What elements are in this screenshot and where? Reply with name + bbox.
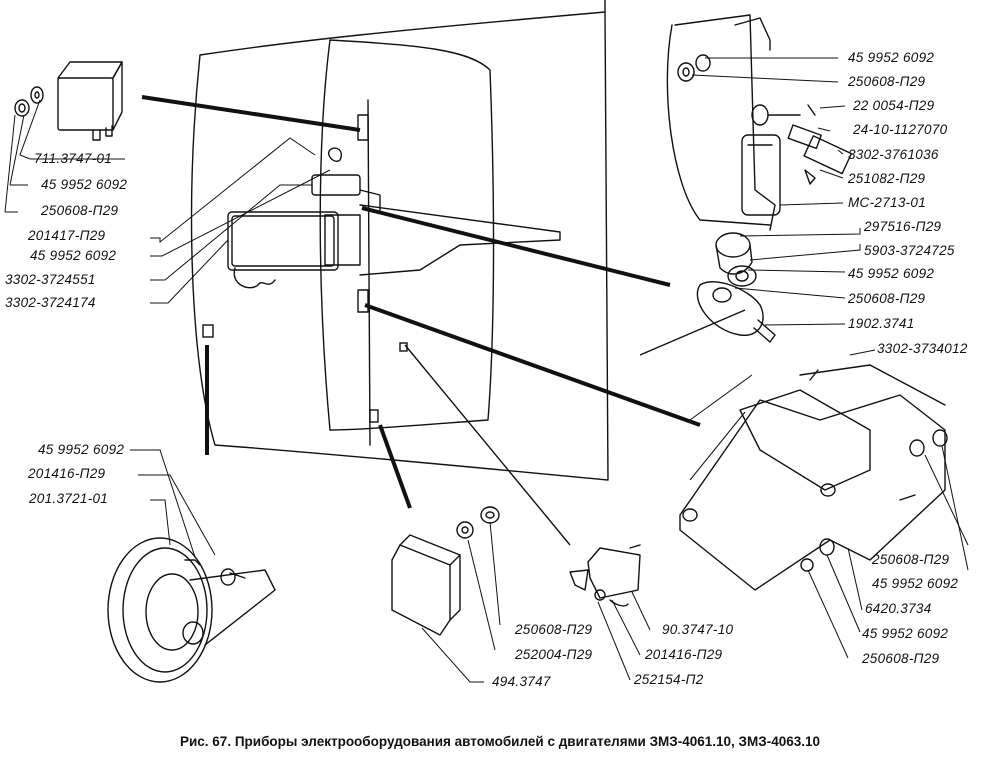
label-upper-right-washer: 45 9952 6092 bbox=[848, 50, 935, 65]
label-right-motor: 1902.3741 bbox=[848, 316, 915, 331]
label-right-washer-b: 45 9952 6092 bbox=[872, 576, 959, 591]
label-bottom-nut: 250608-П29 bbox=[515, 622, 593, 637]
harness-schematic bbox=[227, 114, 561, 313]
label-left-bolt-a: 201417-П29 bbox=[28, 228, 106, 243]
label-right-unit: 6420.3734 bbox=[865, 601, 932, 616]
label-upper-right-nut: 250608-П29 bbox=[848, 74, 926, 89]
label-horn-code: 201.3721-01 bbox=[29, 491, 109, 506]
label-left-harness-b: 3302-3724174 bbox=[5, 295, 96, 310]
label-bottom-washer: 252004-П29 bbox=[515, 647, 593, 662]
label-bottom-relay2: 90.3747-10 bbox=[662, 622, 734, 637]
cab-outline bbox=[190, 11, 609, 481]
label-horn-washer: 45 9952 6092 bbox=[38, 442, 125, 457]
label-left-washer-b: 45 9952 6092 bbox=[30, 248, 117, 263]
right-motor bbox=[696, 232, 776, 343]
label-right-nut-b: 250608-П29 bbox=[872, 552, 950, 567]
label-right-nut-c: 250608-П29 bbox=[862, 651, 940, 666]
label-right-washer: 45 9952 6092 bbox=[848, 266, 935, 281]
label-bottom-relay: 494.3747 bbox=[492, 674, 551, 689]
windshield-inner bbox=[319, 39, 495, 431]
label-bottom-bolt: 201416-П29 bbox=[645, 647, 723, 662]
label-right-washer-c: 45 9952 6092 bbox=[862, 626, 949, 641]
label-right-nut: 250608-П29 bbox=[848, 291, 926, 306]
label-right-cap: 5903-3724725 bbox=[864, 243, 955, 258]
label-bottom-washer2: 252154-П2 bbox=[634, 672, 704, 687]
label-right-clip: 297516-П29 bbox=[864, 219, 942, 234]
label-upper-right-switch: МС-2713-01 bbox=[848, 195, 927, 210]
horn bbox=[107, 537, 276, 683]
label-left-washer-top: 45 9952 6092 bbox=[41, 177, 128, 192]
label-horn-bolt: 201416-П29 bbox=[28, 466, 106, 481]
label-upper-right-sleeve: 3302-3761036 bbox=[848, 147, 939, 162]
relay-494 bbox=[391, 506, 500, 636]
label-upper-right-screw: 22 0054-П29 bbox=[853, 98, 935, 113]
label-left-relay-code: 711.3747-01 bbox=[34, 151, 113, 166]
label-upper-right-sensor: 24-10-1127070 bbox=[853, 122, 948, 137]
upper-right-assembly bbox=[666, 14, 853, 231]
ecu-unit bbox=[679, 364, 948, 591]
figure-caption: Рис. 67. Приборы электрооборудования авт… bbox=[179, 734, 821, 749]
label-left-harness-a: 3302-3724551 bbox=[5, 272, 96, 287]
relay-711 bbox=[14, 61, 123, 141]
label-upper-right-nut2: 251082-П29 bbox=[848, 171, 926, 186]
label-left-nut-top: 250608-П29 bbox=[41, 203, 119, 218]
relay-90 bbox=[569, 544, 641, 607]
label-right-bracket: 3302-3734012 bbox=[877, 341, 968, 356]
center-line bbox=[367, 99, 371, 446]
